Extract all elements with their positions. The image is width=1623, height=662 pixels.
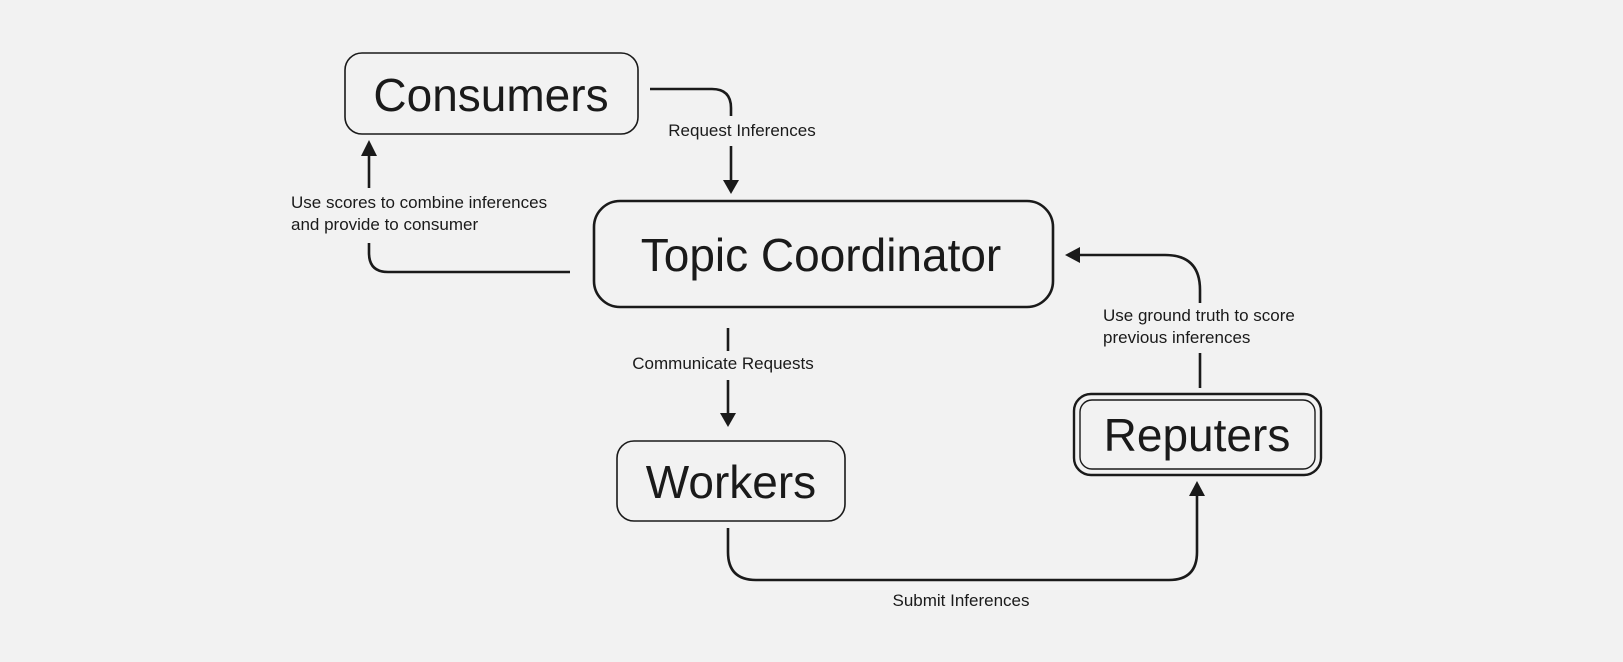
topic-coordinator-label: Topic Coordinator (641, 229, 1002, 281)
workers-box (616, 440, 846, 522)
ground-truth-label-line-2: previous inferences (1103, 328, 1250, 347)
connector-use-scores (361, 140, 570, 274)
reputers-label: Reputers (1104, 409, 1291, 461)
connector-submit-inferences (726, 481, 1205, 582)
reputers-box (1072, 392, 1323, 477)
use-scores-label-line-1: Use scores to combine inferences (291, 193, 547, 212)
consumers-label: Consumers (373, 69, 608, 121)
submit-inferences-label: Submit Inferences (892, 591, 1029, 610)
request-inferences-label: Request Inferences (668, 121, 815, 140)
consumers-box (344, 52, 639, 135)
communicate-requests-label: Communicate Requests (632, 354, 813, 373)
ground-truth-label-line-1: Use ground truth to score (1103, 306, 1295, 325)
use-scores-label-line-2: and provide to consumer (291, 215, 478, 234)
workers-label: Workers (646, 456, 816, 508)
topic-coordinator-box (592, 199, 1055, 309)
connector-ground-truth (1065, 247, 1202, 388)
connector-communicate-requests (720, 328, 736, 427)
connector-request-inferences (650, 87, 739, 194)
